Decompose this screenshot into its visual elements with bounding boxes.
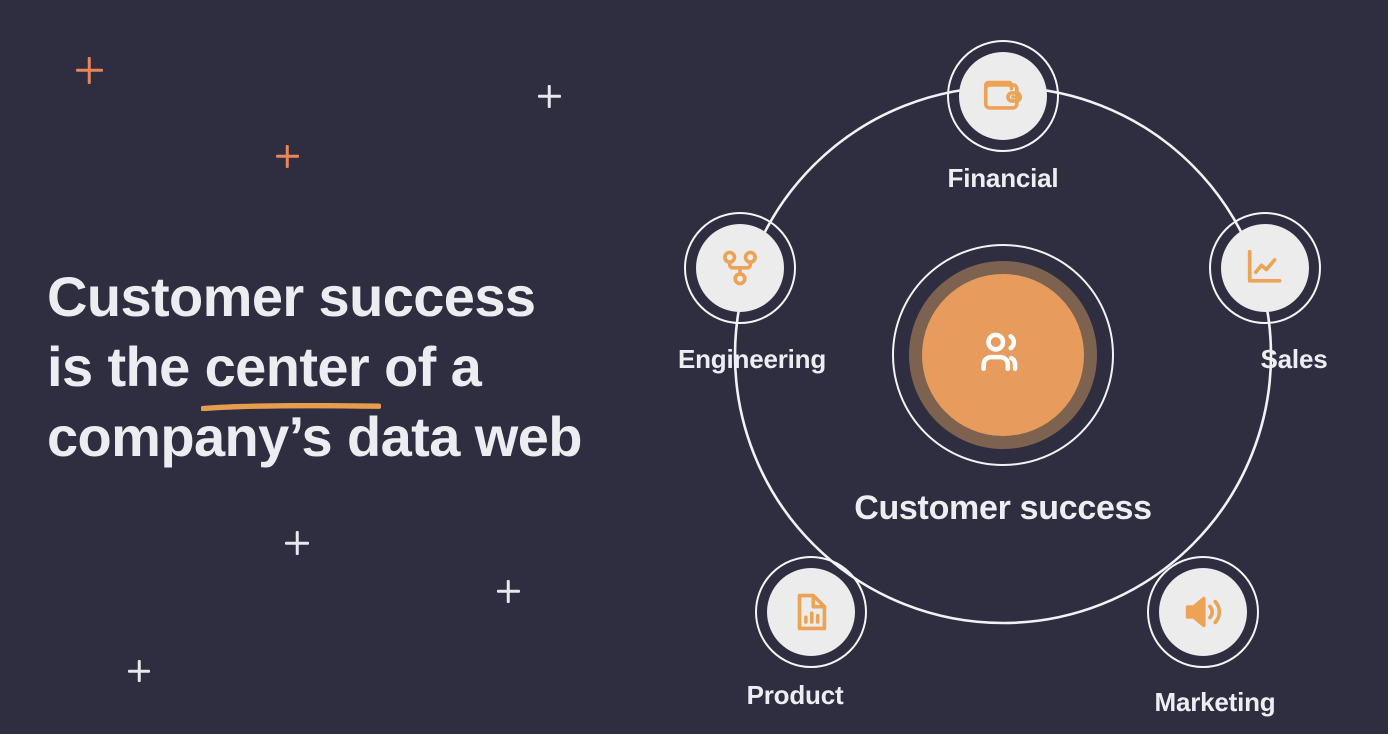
diagram-node-financial[interactable]: [947, 40, 1059, 152]
headline-line-2-after: of a: [369, 335, 482, 398]
diagram-node-sales[interactable]: [1209, 212, 1321, 324]
headline-line-2-before: is the: [47, 335, 205, 398]
center-hub[interactable]: [892, 244, 1114, 466]
node-outer-ring: [947, 40, 1059, 152]
node-disc: [1159, 568, 1247, 656]
plus-icon: [285, 531, 309, 555]
plus-icon: [276, 145, 299, 168]
node-outer-ring: [1147, 556, 1259, 668]
wallet-icon: [980, 73, 1026, 119]
users-icon: [974, 324, 1032, 387]
node-outer-ring: [755, 556, 867, 668]
diagram-node-engineering[interactable]: [684, 212, 796, 324]
node-label-financial: Financial: [947, 163, 1059, 193]
node-label-engineering: Engineering: [677, 344, 827, 374]
hub-core: [922, 274, 1084, 436]
headline-line-2: is the center of a: [47, 332, 687, 411]
plus-icon: [538, 85, 561, 108]
headline-emphasis: center: [200, 332, 381, 411]
headline-emphasis-text: center: [204, 335, 370, 398]
git-branch-icon: [717, 245, 763, 291]
node-outer-ring: [684, 212, 796, 324]
megaphone-icon: [1180, 589, 1226, 635]
node-outer-ring: [1209, 212, 1321, 324]
center-hub-label: Customer success: [854, 489, 1152, 527]
doc-chart-icon: [788, 589, 834, 635]
diagram-node-product[interactable]: [755, 556, 867, 668]
node-label-marketing: Marketing: [1154, 687, 1276, 717]
plus-icon: [128, 660, 150, 682]
node-disc: [1221, 224, 1309, 312]
headline-line-1: Customer success: [47, 265, 536, 328]
node-label-product: Product: [746, 680, 844, 710]
node-disc: [767, 568, 855, 656]
node-disc: [696, 224, 784, 312]
headline-line-3: company’s data web: [47, 405, 582, 468]
diagram-node-marketing[interactable]: [1147, 556, 1259, 668]
headline: Customer success is the center of a comp…: [47, 262, 687, 472]
hub-outer-ring: [892, 244, 1114, 466]
node-label-sales: Sales: [1260, 344, 1328, 374]
plus-icon: [497, 580, 520, 603]
plus-icon: [76, 57, 103, 84]
line-chart-icon: [1242, 245, 1288, 291]
node-disc: [959, 52, 1047, 140]
